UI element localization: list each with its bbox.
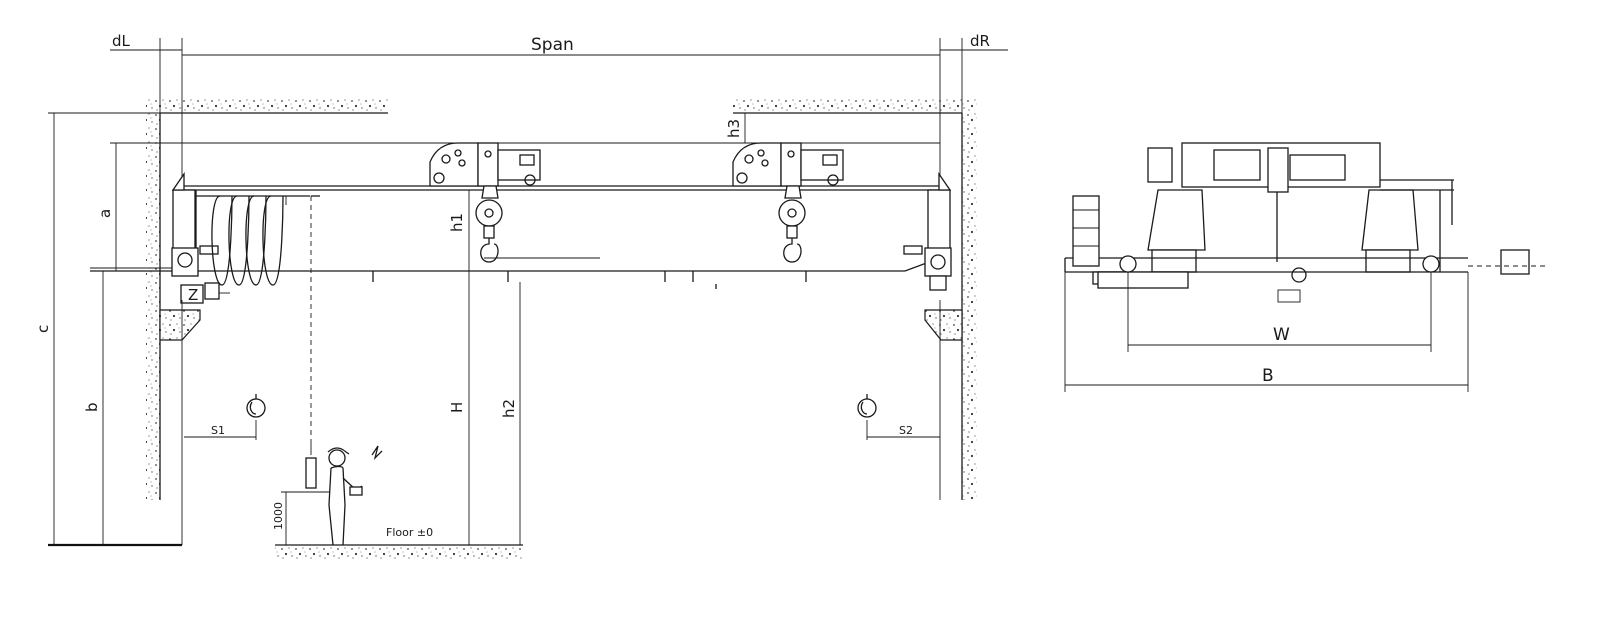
operator-with-pendant [281, 440, 383, 546]
festoon-cables [196, 195, 320, 440]
label-span: Span [531, 35, 574, 55]
building-structure [146, 98, 977, 500]
top-dimensions [110, 38, 1008, 180]
label-dR: dR [970, 32, 990, 50]
crane-girder [90, 171, 952, 291]
dimension-labels: dL Span dR h3 a h1 c b H h2 S1 S2 Z 1000… [34, 32, 1290, 539]
label-H: H [448, 402, 466, 413]
label-W: W [1273, 325, 1290, 345]
label-a: a [96, 209, 114, 218]
label-b: b [83, 402, 101, 412]
hoist-left [429, 142, 541, 263]
label-h3: h3 [725, 119, 743, 138]
label-dL: dL [112, 32, 131, 50]
label-S2: S2 [899, 424, 913, 437]
side-view-crane [1064, 142, 1545, 392]
electrical-box [180, 282, 230, 304]
floor [48, 543, 523, 561]
label-B: B [1262, 366, 1274, 386]
label-h1: h1 [448, 213, 466, 232]
hoist-right [732, 142, 844, 263]
label-1000: 1000 [272, 502, 285, 530]
label-c: c [34, 325, 52, 333]
label-Z: Z [188, 286, 198, 304]
label-S1: S1 [211, 424, 225, 437]
label-h2: h2 [500, 399, 518, 418]
label-floor: Floor ±0 [386, 526, 433, 539]
hook-approach-symbols [181, 300, 941, 545]
